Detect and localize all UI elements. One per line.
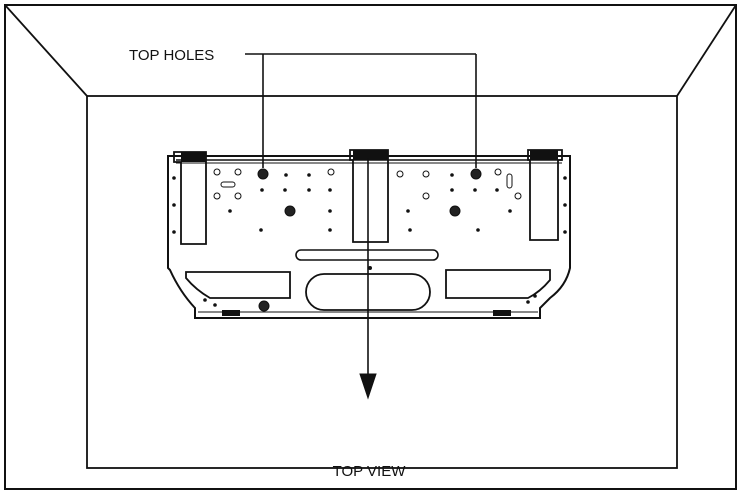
view-label: TOP VIEW bbox=[333, 463, 407, 480]
left-channel-cap bbox=[181, 152, 206, 162]
bottom-tab-right bbox=[493, 310, 511, 316]
center-channel bbox=[349, 149, 389, 243]
mid-hole-right bbox=[449, 205, 461, 217]
small-slot-left bbox=[220, 181, 236, 188]
lower-left-window bbox=[185, 271, 291, 299]
rivet-dots bbox=[172, 173, 567, 307]
small-circle bbox=[213, 168, 221, 176]
bottom-tab-left bbox=[222, 310, 240, 316]
right-channel-cap bbox=[530, 150, 558, 160]
corner-line-top-right bbox=[676, 4, 737, 97]
top-hole-left bbox=[257, 168, 269, 180]
mounting-plate bbox=[167, 149, 571, 319]
small-circle bbox=[234, 168, 242, 176]
horizontal-slot bbox=[295, 249, 439, 261]
small-circle bbox=[327, 168, 335, 176]
arrow-head-icon bbox=[359, 373, 377, 400]
top-holes bbox=[257, 168, 482, 312]
room-frame bbox=[4, 4, 737, 490]
left-channel bbox=[173, 151, 207, 245]
mid-hole-left bbox=[284, 205, 296, 217]
plate-outline bbox=[167, 155, 571, 319]
right-channel bbox=[527, 149, 563, 241]
back-wall bbox=[86, 95, 678, 469]
top-holes-label: TOP HOLES bbox=[129, 47, 214, 64]
top-hole-right bbox=[470, 168, 482, 180]
corner-line-top-left bbox=[4, 4, 88, 97]
lower-hole-left bbox=[258, 300, 270, 312]
small-slot-right bbox=[506, 173, 513, 189]
center-channel-cap bbox=[353, 150, 388, 160]
small-circle bbox=[514, 192, 522, 200]
small-circle bbox=[213, 192, 221, 200]
small-circle bbox=[422, 192, 430, 200]
small-circle bbox=[396, 170, 404, 178]
small-circle bbox=[422, 170, 430, 178]
outer-border bbox=[4, 4, 737, 490]
small-circles bbox=[213, 168, 522, 200]
center-arrow bbox=[359, 158, 377, 400]
small-circle bbox=[494, 168, 502, 176]
top-holes-leader bbox=[245, 53, 477, 168]
lower-right-window bbox=[445, 269, 551, 299]
small-circle bbox=[234, 192, 242, 200]
